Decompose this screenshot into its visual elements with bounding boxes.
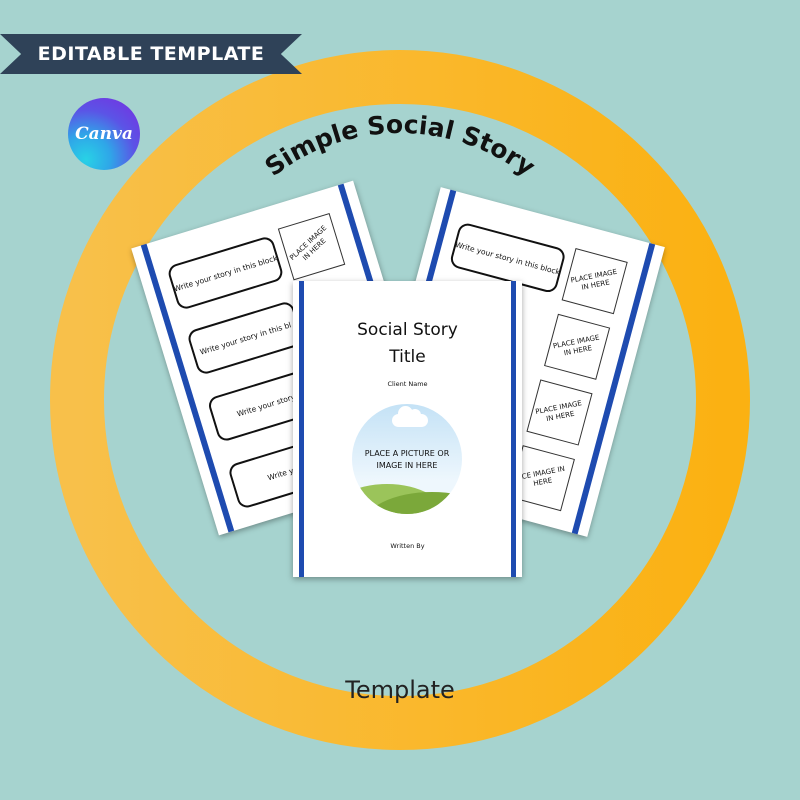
image-placeholder[interactable]: PLACE IMAGE IN HERE — [561, 248, 628, 315]
picture-text-line1: PLACE A PICTURE OR — [364, 449, 450, 458]
cover-title[interactable]: Social Story Title — [293, 317, 522, 371]
canva-logo — [68, 98, 140, 170]
image-placeholder[interactable]: PLACE IMAGE IN HERE — [277, 212, 346, 281]
footer-label: Template — [345, 676, 455, 704]
cover-page: Social Story Title Client Name PLACE A P… — [293, 281, 522, 577]
page-left-bar — [299, 281, 304, 577]
page-right-bar — [511, 281, 516, 577]
image-placeholder-label: ACE IMAGE IN HERE — [516, 464, 566, 488]
cover-title-line1: Social Story — [357, 320, 458, 340]
image-placeholder[interactable]: PLACE IMAGE IN HERE — [544, 313, 611, 380]
story-block[interactable]: Write your story in this block — [166, 234, 285, 312]
image-placeholder-label: PLACE IMAGE IN HERE — [534, 399, 583, 424]
image-placeholder-label: PLACE IMAGE IN HERE — [552, 333, 601, 358]
image-placeholder[interactable]: PLACE IMAGE IN HERE — [526, 379, 593, 446]
story-block-label: Write your story in this block — [172, 252, 279, 294]
story-block-label: Write your story in this bl — [198, 319, 293, 357]
banner-label: EDITABLE TEMPLATE — [37, 43, 265, 65]
image-placeholder-label: PLACE IMAGE IN HERE — [569, 268, 618, 292]
story-block-label: Write your story — [235, 391, 297, 419]
client-name[interactable]: Client Name — [387, 380, 428, 388]
story-block[interactable]: Write your story in this bl — [186, 299, 305, 377]
cloud-icon — [392, 406, 428, 427]
picture-text-line2: IMAGE IN HERE — [376, 461, 438, 470]
canva-logo-text: Canva — [75, 124, 133, 144]
written-by[interactable]: Written By — [390, 542, 425, 550]
editable-template-banner — [0, 34, 302, 74]
cover-picture-placeholder[interactable]: PLACE A PICTURE OR IMAGE IN HERE — [352, 404, 462, 514]
cover-title-line2: Title — [389, 347, 426, 367]
image-placeholder-label: PLACE IMAGE IN HERE — [288, 224, 329, 263]
story-block-label: Write your story in this block — [454, 239, 562, 277]
picture-placeholder-text: PLACE A PICTURE OR IMAGE IN HERE — [352, 448, 462, 472]
